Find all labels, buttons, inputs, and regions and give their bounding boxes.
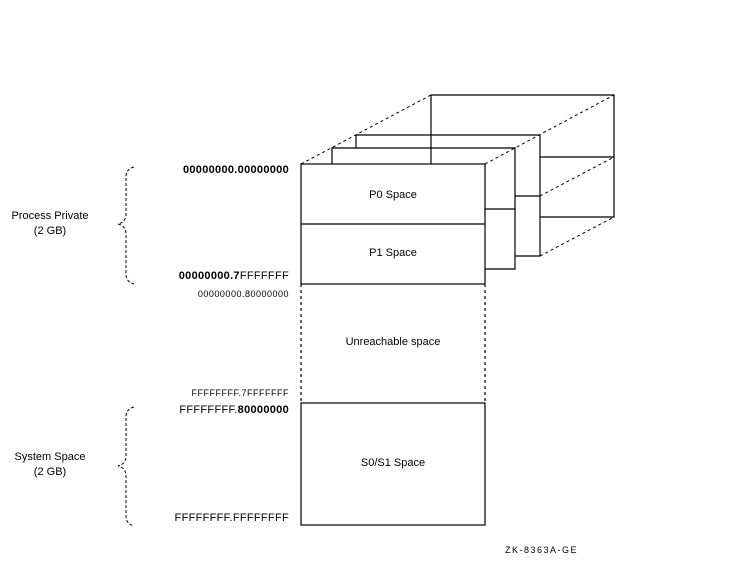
system-space-box (300, 402, 486, 526)
perspective-lines (300, 94, 615, 257)
process-private-label: Process Private (2 GB) (0, 209, 100, 239)
address-unreachable-end: FFFFFFFF.7FFFFFFF (191, 388, 289, 398)
region-unreachable-label: Unreachable space (345, 336, 441, 348)
process-private-size: (2 GB) (33, 225, 67, 237)
address-p0-start: 00000000.00000000 (183, 164, 289, 176)
region-s0s1-label: S0/S1 Space (360, 457, 426, 469)
figure-id: ZK-8363A-GE (505, 545, 579, 555)
address-unreachable-start: 00000000.80000000 (197, 289, 289, 299)
system-space-size: (2 GB) (33, 466, 67, 478)
address-s0-start: FFFFFFFF.80000000 (179, 404, 289, 416)
unreachable-region-border (300, 284, 486, 403)
system-space-title: System Space (14, 451, 86, 463)
second-plane (331, 147, 516, 270)
system-space-label: System Space (2 GB) (0, 450, 100, 480)
front-process-box (300, 163, 486, 285)
address-s1-end: FFFFFFFF.FFFFFFFF (174, 512, 289, 524)
process-private-title: Process Private (11, 210, 89, 222)
region-p1-label: P1 Space (369, 247, 417, 259)
address-bold-part: 00000000.00000000 (182, 164, 289, 176)
address-normal-part: FFFFFFFF. (179, 404, 238, 416)
address-bold-part: 00000000.7 (178, 270, 240, 282)
address-normal-part: FFFFFFF (239, 270, 289, 282)
region-p0-label: P0 Space (369, 189, 417, 201)
address-bold-part: 80000000 (237, 404, 289, 416)
address-p1-end: 00000000.7FFFFFFF (179, 270, 289, 282)
process-private-brace (117, 166, 135, 285)
system-space-brace (117, 406, 135, 527)
